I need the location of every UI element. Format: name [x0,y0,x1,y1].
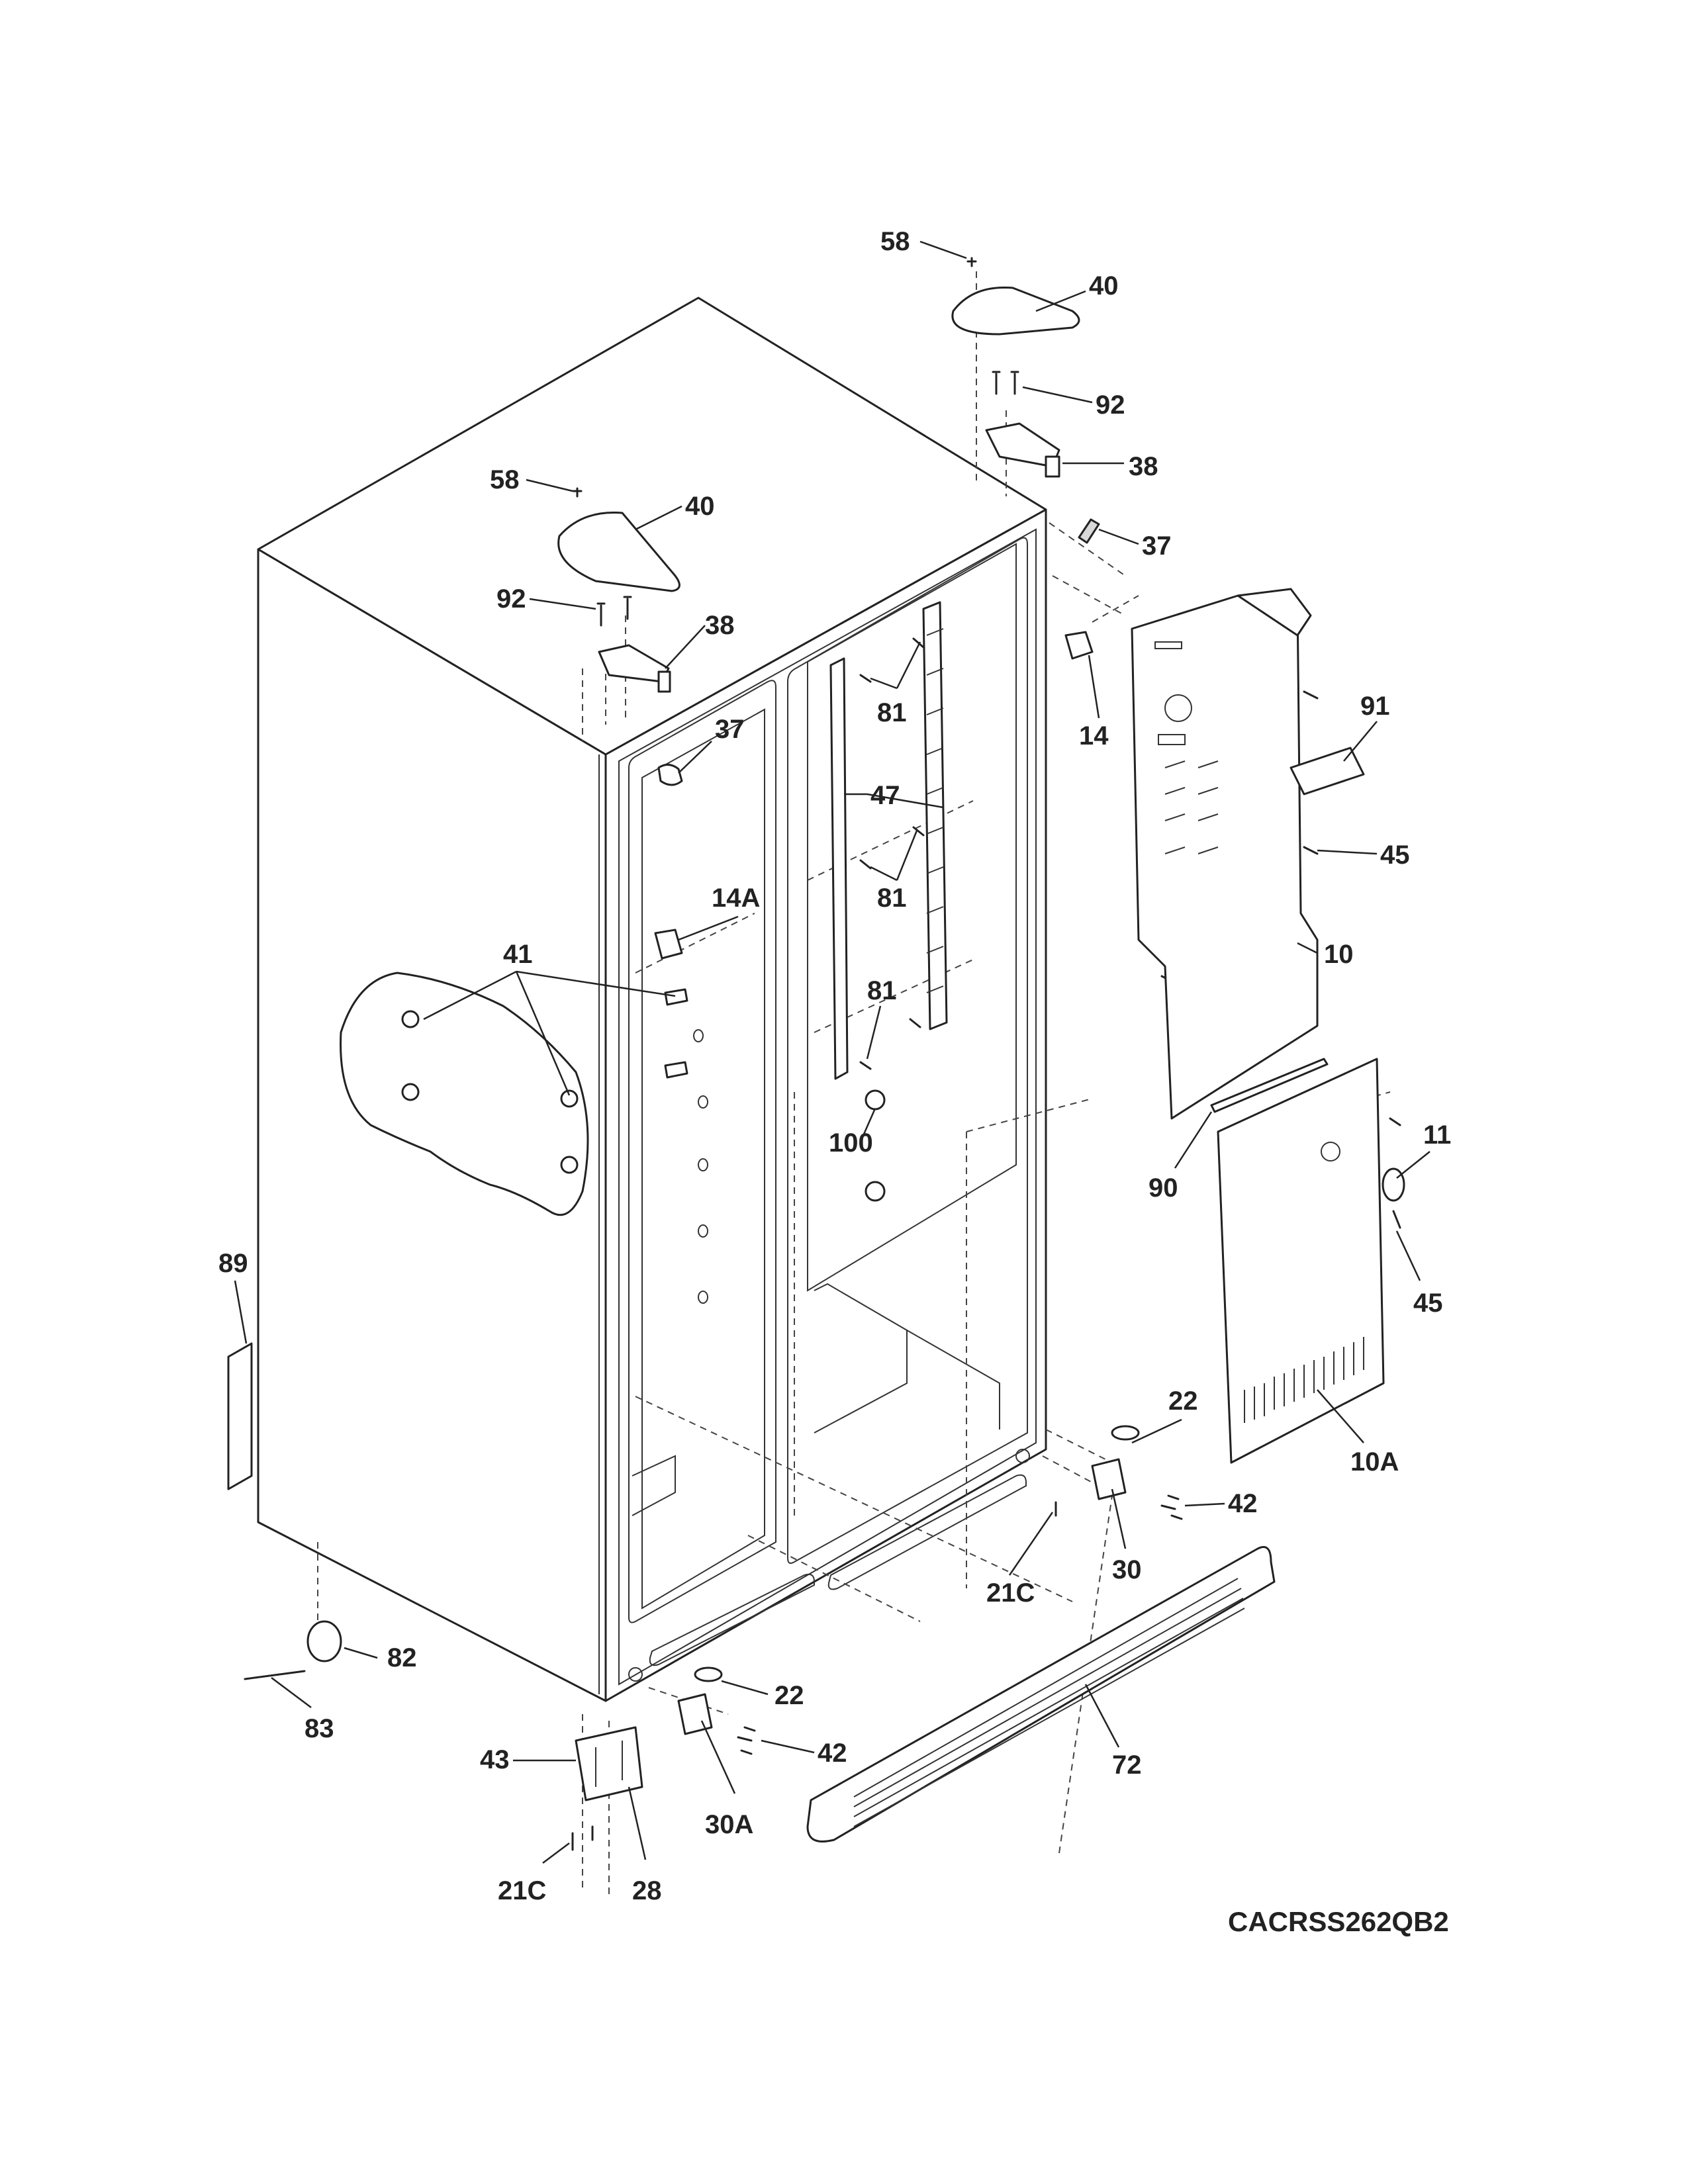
bracket-91 [1289,747,1365,796]
callout-21c-right: 21C [986,1578,1035,1608]
callout-45-low: 45 [1413,1289,1443,1318]
callout-labels: 58 40 92 38 37 58 40 92 38 37 81 14 91 4… [218,227,1451,1937]
shelf-ladder-right [922,601,948,1030]
callout-92-right: 92 [1096,390,1125,420]
callout-10: 10 [1324,940,1354,969]
callout-72: 72 [1112,1751,1142,1780]
callout-22-left: 22 [774,1681,804,1710]
callout-40-right: 40 [1089,271,1119,300]
shelf-pins [664,988,688,1079]
top-hinge-cover-left [557,511,680,592]
top-hinge-left [598,644,671,693]
callout-37-right: 37 [1142,531,1172,561]
door-stop-left [657,764,683,786]
pin-83 [244,1670,306,1680]
screws [571,257,1401,1851]
callout-81-top: 81 [877,698,907,727]
callout-14: 14 [1079,721,1109,751]
light-switch-14a [654,929,683,960]
callout-40-left: 40 [685,492,715,521]
callout-42-right: 42 [1228,1489,1258,1518]
callout-37-left: 37 [715,715,745,744]
bracket-89 [227,1342,253,1490]
callout-28: 28 [632,1876,662,1905]
callout-11: 11 [1423,1120,1451,1150]
callout-91: 91 [1360,692,1390,721]
callout-22-right: 22 [1168,1387,1198,1416]
callout-58-right: 58 [880,227,910,256]
callout-38-right: 38 [1129,452,1158,481]
callout-21c-left: 21C [498,1876,546,1905]
seal-strip-90 [1210,1058,1329,1113]
bottom-hinge-right [1091,1425,1140,1500]
callout-90: 90 [1149,1173,1178,1203]
top-hinge-cover-right [951,286,1080,336]
bottom-hinge-left [677,1666,723,1735]
callout-14a: 14A [712,884,760,913]
diagram-code: CACRSS262QB2 [1228,1906,1449,1937]
insulation-piece [340,972,589,1216]
light-switch [1064,631,1094,660]
roller-82 [306,1620,342,1662]
callout-45-top: 45 [1380,841,1410,870]
callout-41: 41 [503,940,533,969]
callout-81-low: 81 [867,976,897,1005]
leveler-bracket [575,1726,643,1801]
toe-grille [806,1546,1276,1843]
callout-89: 89 [218,1249,248,1278]
callout-30a: 30A [705,1810,753,1839]
callout-100: 100 [829,1128,873,1158]
callout-10a: 10A [1350,1447,1399,1477]
leader-lines [234,240,1430,1864]
evaporator-cover [1237,588,1312,637]
callout-81-mid: 81 [877,884,907,913]
rear-panel-lower [1217,1058,1385,1464]
callout-43: 43 [480,1745,510,1774]
top-hinge-right [985,422,1060,478]
callout-58-left: 58 [490,465,520,494]
callout-83: 83 [305,1714,334,1743]
plug-11 [1382,1167,1405,1202]
callout-47: 47 [870,781,900,810]
callout-30: 30 [1112,1555,1142,1584]
callout-82: 82 [387,1643,417,1672]
door-stop-right [1078,518,1100,544]
rear-panel-upper [1131,594,1319,1120]
shelf-ladder-left [829,657,849,1080]
callout-92-left: 92 [496,584,526,614]
shelf-supports [865,1089,886,1202]
callout-38-left: 38 [705,611,735,640]
callout-42-left: 42 [818,1739,847,1768]
